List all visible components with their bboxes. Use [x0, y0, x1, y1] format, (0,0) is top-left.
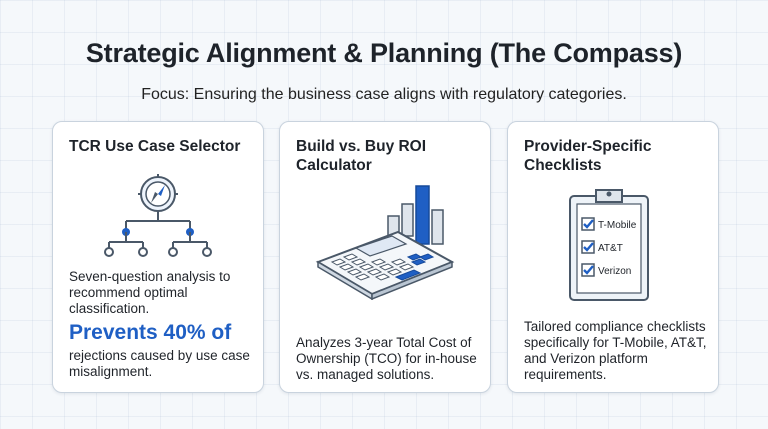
- card-provider-specific-checklists: Provider-Specific Checklists T-Mobile AT…: [507, 121, 719, 393]
- card-build-vs-buy-roi-calculator: Build vs. Buy ROI Calculator: [279, 121, 491, 393]
- card-description: Analyzes 3-year Total Cost of Ownership …: [296, 335, 477, 382]
- card-description: Seven-question analysis to recommend opt…: [69, 269, 231, 316]
- checklist-item: T-Mobile: [598, 220, 637, 231]
- checklist-item: Verizon: [598, 266, 631, 277]
- checklist-item: AT&T: [598, 243, 623, 254]
- stat-detail: rejections caused by use case misalignme…: [69, 348, 250, 379]
- stat-value: Prevents 40% of: [69, 321, 232, 344]
- clipboard-checklist-icon: T-Mobile AT&T Verizon: [569, 189, 649, 301]
- card-title: TCR Use Case Selector: [69, 138, 241, 155]
- page-subtitle: Focus: Ensuring the business case aligns…: [141, 86, 627, 103]
- card-title: Build vs. Buy ROI Calculator: [296, 138, 427, 174]
- compass-decision-tree-icon: [104, 174, 212, 257]
- page-title: Strategic Alignment & Planning (The Comp…: [85, 38, 683, 68]
- card-description: Tailored compliance checklists specifica…: [524, 319, 707, 382]
- calculator-bar-chart-icon: [315, 185, 455, 300]
- card-title: Provider-Specific Checklists: [524, 138, 652, 174]
- card-tcr-use-case-selector: TCR Use Case Selector Seven-question ana…: [52, 121, 264, 393]
